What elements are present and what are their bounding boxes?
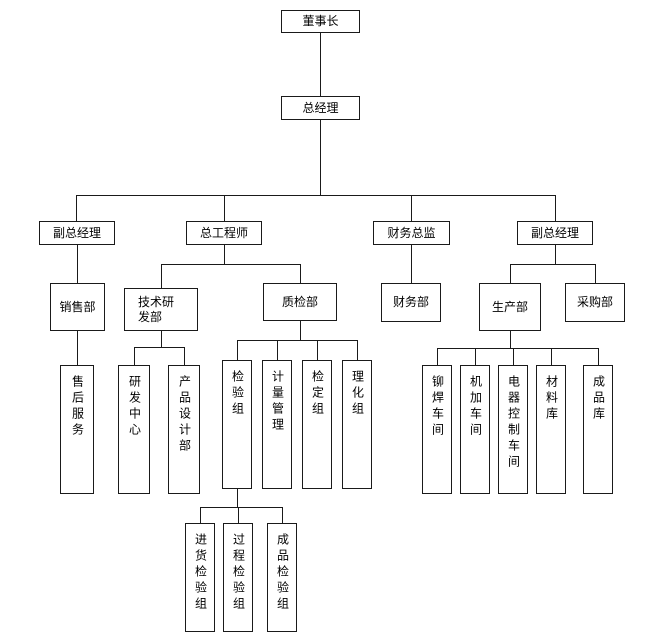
connector-line [77,331,78,365]
connector-line [411,245,412,283]
connector-line [237,340,238,360]
connector-line [555,245,556,264]
connector-line [510,264,511,283]
node-quality-dept: 质检部 [263,283,337,321]
connector-line [282,507,283,523]
node-finance-director: 财务总监 [373,221,450,245]
connector-line [357,340,358,360]
node-product-design-dept: 产品设计部 [168,365,200,494]
connector-line [320,120,321,195]
connector-line [437,348,599,349]
connector-line [510,264,596,265]
node-tech-rd-dept: 技术研 发部 [124,288,198,331]
node-label: 检定组 [310,370,325,418]
connector-line [555,195,556,221]
node-incoming-inspection-group: 进货检验组 [185,523,215,632]
node-label: 理化组 [350,370,365,418]
connector-line [300,264,301,283]
node-label: 售后服务 [70,375,85,439]
connector-line [317,340,318,360]
node-label: 过程检验组 [231,533,246,613]
connector-line [437,348,438,365]
connector-line [411,195,412,221]
connector-line [200,507,201,523]
connector-line [161,264,162,288]
node-label: 电器控制车间 [506,375,521,471]
connector-line [237,340,358,341]
connector-line [224,245,225,264]
node-general-manager: 总经理 [281,96,360,120]
connector-line [598,348,599,365]
connector-line [77,245,78,283]
node-label: 产品设计部 [177,375,192,455]
connector-line [237,489,238,507]
connector-line [595,264,596,283]
node-physchem-group: 理化组 [342,360,372,489]
connector-line [551,348,552,365]
connector-line [510,331,511,348]
node-material-warehouse: 材料库 [536,365,566,494]
node-after-sales-service: 售后服务 [60,365,94,494]
connector-line [161,331,162,347]
node-machining-workshop: 机加车间 [460,365,490,494]
node-deputy-gm-right: 副总经理 [517,221,593,245]
connector-line [513,348,514,365]
node-label: 成品库 [591,375,606,423]
node-chairman: 董事长 [281,10,360,33]
connector-line [200,507,283,508]
connector-line [238,507,239,523]
node-riveting-welding-workshop: 铆焊车间 [422,365,452,494]
connector-line [475,348,476,365]
node-rd-center: 研发中心 [118,365,150,494]
connector-line [76,195,77,221]
node-label: 进货检验组 [193,533,208,613]
connector-line [161,264,301,265]
node-verification-group: 检定组 [302,360,332,489]
connector-line [134,347,185,348]
node-deputy-gm-left: 副总经理 [39,221,115,245]
connector-line [300,321,301,340]
node-process-inspection-group: 过程检验组 [223,523,253,632]
connector-line [320,33,321,96]
node-inspection-group: 检验组 [222,360,252,489]
connector-line [134,347,135,365]
node-label: 成品检验组 [275,533,290,613]
connector-line [277,340,278,360]
node-production-dept: 生产部 [479,283,541,331]
node-metrology-management: 计量管理 [262,360,292,489]
node-electrical-control-workshop: 电器控制车间 [498,365,528,494]
node-label: 研发中心 [127,375,142,439]
node-purchasing-dept: 采购部 [565,283,625,322]
node-label: 铆焊车间 [430,375,445,439]
node-chief-engineer: 总工程师 [186,221,262,245]
node-label: 计量管理 [270,370,285,434]
node-finished-goods-warehouse: 成品库 [583,365,613,494]
node-finished-inspection-group: 成品检验组 [267,523,297,632]
node-label: 检验组 [230,370,245,418]
node-finance-dept: 财务部 [381,283,441,322]
connector-line [76,195,556,196]
node-sales-dept: 销售部 [50,283,105,331]
node-label: 机加车间 [468,375,483,439]
connector-line [224,195,225,221]
node-label: 材料库 [544,375,559,423]
connector-line [184,347,185,365]
